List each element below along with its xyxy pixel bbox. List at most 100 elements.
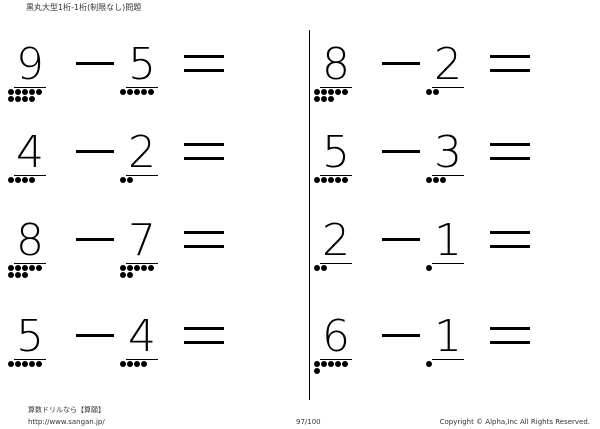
subtrahend: 2 bbox=[434, 39, 462, 90]
subtrahend: 1 bbox=[434, 215, 462, 266]
subtrahend-baseline bbox=[126, 263, 158, 264]
subtrahend: 5 bbox=[128, 39, 156, 90]
counting-dot bbox=[15, 361, 21, 367]
counting-dot bbox=[127, 361, 133, 367]
dot-row bbox=[8, 272, 52, 278]
counting-dot bbox=[342, 177, 348, 183]
dot-row bbox=[314, 361, 358, 367]
counting-dot bbox=[314, 368, 320, 374]
equals-sign bbox=[184, 143, 224, 162]
counting-dot bbox=[8, 361, 14, 367]
copyright: Copyright © Alpha,Inc All Rights Reserve… bbox=[439, 418, 590, 426]
counting-dot bbox=[141, 361, 147, 367]
counting-dot bbox=[15, 96, 21, 102]
minuend-dots bbox=[8, 177, 52, 183]
counting-dot bbox=[127, 177, 133, 183]
subtrahend-dots bbox=[426, 177, 470, 183]
counting-dot bbox=[426, 361, 432, 367]
dot-row bbox=[314, 368, 358, 374]
column-divider bbox=[309, 30, 310, 400]
subtrahend-baseline bbox=[126, 359, 158, 360]
equals-sign bbox=[184, 55, 224, 74]
counting-dot bbox=[426, 177, 432, 183]
counting-dot bbox=[22, 177, 28, 183]
dot-row bbox=[8, 265, 52, 271]
counting-dot bbox=[328, 89, 334, 95]
problem-7: 5 4 bbox=[8, 311, 274, 372]
site-name: 算数ドリルなら【算願】 bbox=[28, 406, 105, 414]
counting-dot bbox=[440, 177, 446, 183]
counting-dot bbox=[29, 96, 35, 102]
minuend-dots bbox=[314, 89, 358, 102]
counting-dot bbox=[426, 89, 432, 95]
dot-row bbox=[8, 361, 52, 367]
subtrahend: 7 bbox=[128, 215, 156, 266]
minuend: 8 bbox=[322, 39, 350, 90]
minuend-dots bbox=[314, 177, 358, 183]
dot-row bbox=[426, 89, 470, 95]
problem-8: 6 1 bbox=[314, 311, 580, 374]
counting-dot bbox=[321, 89, 327, 95]
minus-sign bbox=[76, 62, 114, 65]
site-url-link[interactable]: http://www.sangan.jp/ bbox=[28, 418, 105, 426]
subtrahend-baseline bbox=[126, 87, 158, 88]
counting-dot bbox=[29, 361, 35, 367]
subtrahend-dots bbox=[426, 361, 470, 367]
counting-dot bbox=[314, 96, 320, 102]
counting-dot bbox=[120, 177, 126, 183]
minuend-baseline bbox=[320, 263, 352, 264]
counting-dot bbox=[29, 265, 35, 271]
minuend-baseline bbox=[320, 87, 352, 88]
minuend-baseline bbox=[14, 87, 46, 88]
counting-dot bbox=[342, 89, 348, 95]
counting-dot bbox=[29, 89, 35, 95]
minus-sign bbox=[76, 150, 114, 153]
equals-sign bbox=[490, 143, 530, 162]
minuend: 4 bbox=[16, 127, 44, 178]
page-number: 97/100 bbox=[296, 418, 321, 426]
counting-dot bbox=[15, 177, 21, 183]
dot-row bbox=[120, 177, 164, 183]
counting-dot bbox=[22, 89, 28, 95]
subtrahend-baseline bbox=[432, 263, 464, 264]
minus-sign bbox=[382, 62, 420, 65]
counting-dot bbox=[8, 272, 14, 278]
counting-dot bbox=[120, 89, 126, 95]
counting-dot bbox=[321, 265, 327, 271]
subtrahend-dots bbox=[120, 177, 164, 183]
counting-dot bbox=[328, 96, 334, 102]
dot-row bbox=[426, 177, 470, 183]
counting-dot bbox=[314, 265, 320, 271]
minuend-baseline bbox=[14, 263, 46, 264]
counting-dot bbox=[127, 89, 133, 95]
counting-dot bbox=[120, 272, 126, 278]
counting-dot bbox=[321, 96, 327, 102]
equals-sign bbox=[184, 327, 224, 346]
counting-dot bbox=[314, 177, 320, 183]
dot-row bbox=[120, 89, 164, 95]
dot-row bbox=[8, 177, 52, 183]
subtrahend: 1 bbox=[434, 311, 462, 362]
minuend: 5 bbox=[322, 127, 350, 178]
minuend-baseline bbox=[14, 359, 46, 360]
counting-dot bbox=[15, 272, 21, 278]
worksheet-title: 黒丸大型1桁-1桁(制限なし)問題 bbox=[26, 3, 142, 12]
counting-dot bbox=[134, 265, 140, 271]
equals-sign bbox=[490, 231, 530, 250]
subtrahend: 4 bbox=[128, 311, 156, 362]
counting-dot bbox=[141, 89, 147, 95]
dot-row bbox=[8, 89, 52, 95]
problem-3: 4 2 bbox=[8, 127, 274, 188]
dot-row bbox=[120, 361, 164, 367]
minuend-baseline bbox=[14, 175, 46, 176]
counting-dot bbox=[8, 89, 14, 95]
minuend-baseline bbox=[320, 359, 352, 360]
minuend: 6 bbox=[322, 311, 350, 362]
subtrahend: 3 bbox=[434, 127, 462, 178]
counting-dot bbox=[321, 177, 327, 183]
counting-dot bbox=[328, 177, 334, 183]
minuend-dots bbox=[8, 89, 52, 102]
minuend-dots bbox=[8, 361, 52, 367]
counting-dot bbox=[29, 177, 35, 183]
minuend-baseline bbox=[320, 175, 352, 176]
